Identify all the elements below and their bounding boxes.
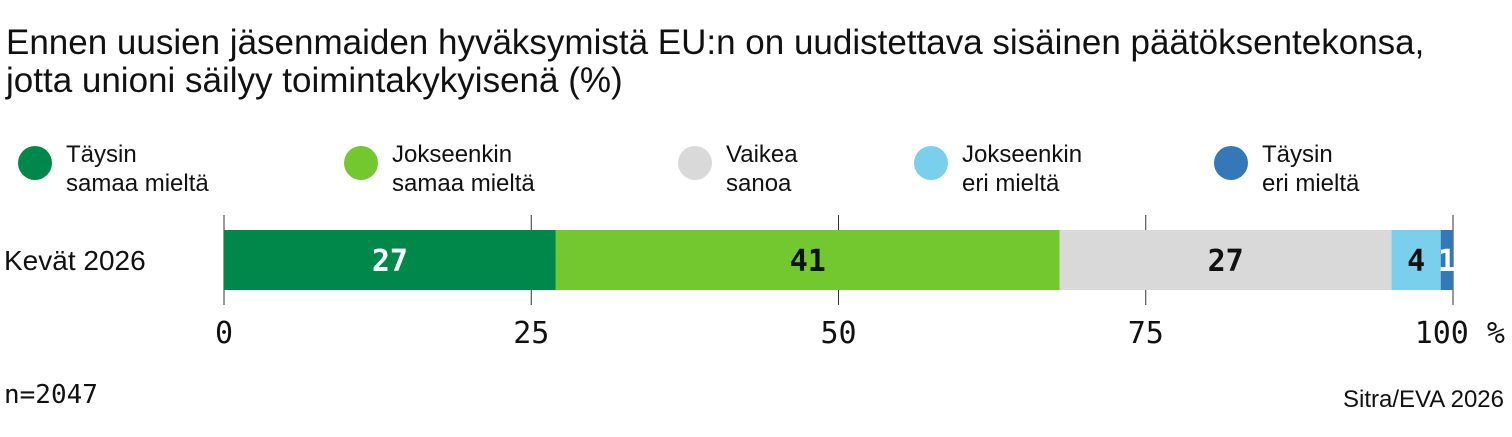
x-tick-label: 75 (1128, 316, 1164, 351)
legend-swatch (18, 146, 52, 180)
x-tick-label: 0 (215, 316, 233, 351)
x-tick-label: 100 % (1415, 316, 1505, 351)
x-tick-label: 50 (820, 316, 856, 351)
legend-swatch (344, 146, 378, 180)
data-label: 27 (372, 244, 408, 279)
legend-label: Vaikea sanoa (726, 141, 798, 197)
sample-size-note: n=2047 (4, 380, 98, 410)
legend-swatch (678, 146, 712, 180)
bar-segment (1391, 230, 1441, 290)
legend: Täysin samaa mieltä Jokseenkin samaa mie… (18, 140, 1498, 204)
legend-label: Jokseenkin samaa mieltä (392, 141, 535, 197)
bar-segment (1059, 230, 1392, 290)
bar-segment (224, 230, 556, 290)
chart-title: Ennen uusien jäsenmaiden hyväksymistä EU… (6, 23, 1425, 100)
data-label: 4 (1407, 244, 1425, 279)
category-label: Kevät 2026 (4, 245, 146, 276)
bar-segment (1440, 230, 1453, 290)
legend-label: Täysin samaa mieltä (66, 141, 209, 197)
legend-swatch (914, 146, 948, 180)
legend-label: Täysin eri mieltä (1262, 141, 1360, 197)
data-label: 41 (790, 244, 826, 279)
bar-segment (555, 230, 1060, 290)
data-label: 27 (1208, 244, 1244, 279)
x-tick-label: 25 (513, 316, 549, 351)
data-label: 1 (1438, 244, 1456, 279)
source-label: Sitra/EVA 2026 (1343, 386, 1504, 413)
legend-label: Jokseenkin eri mieltä (962, 141, 1083, 197)
legend-swatch (1214, 146, 1248, 180)
